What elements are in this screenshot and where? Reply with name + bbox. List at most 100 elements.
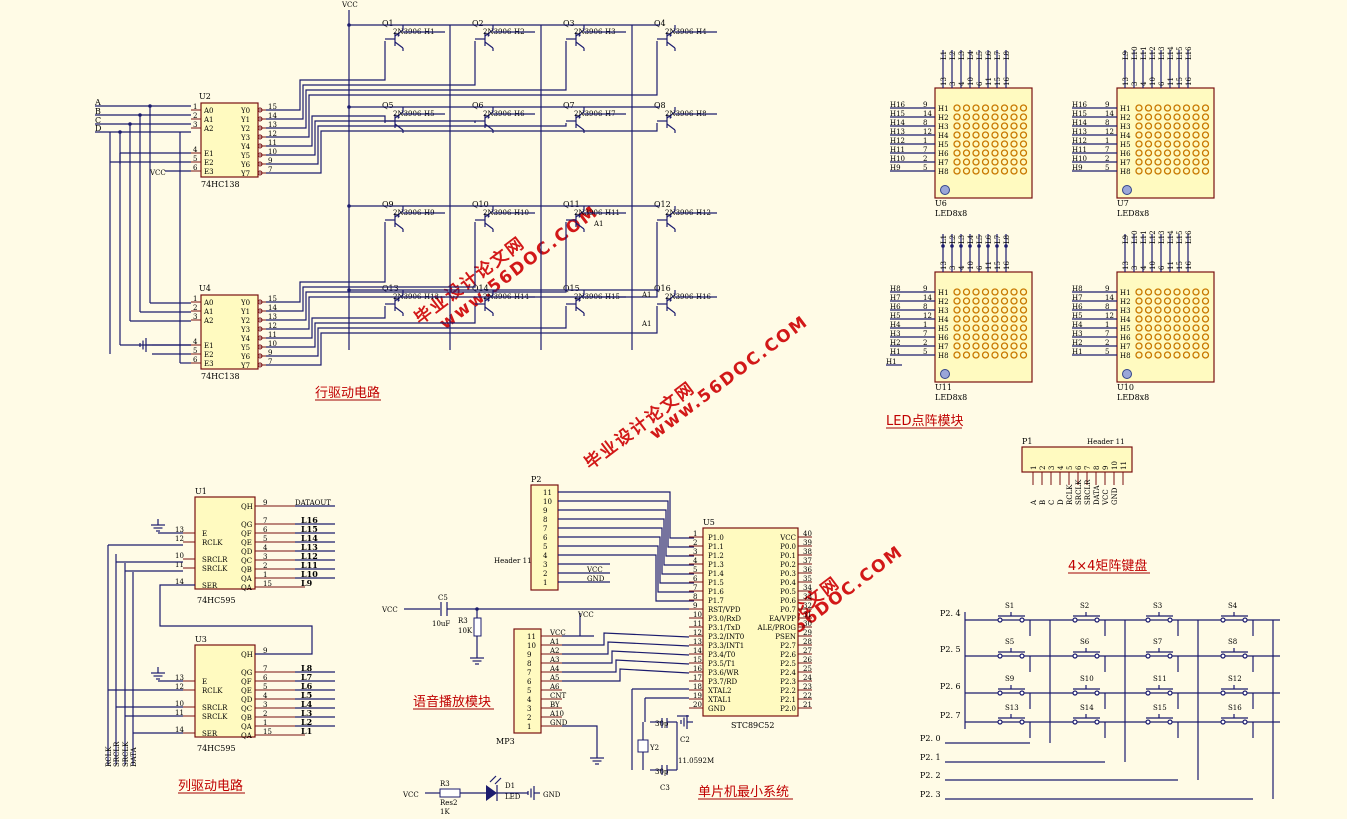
keypad-row-label: P2. 6 <box>940 682 961 691</box>
pin-number: 7 <box>923 146 927 154</box>
led-dot <box>953 149 961 157</box>
cascade-wire <box>159 584 313 655</box>
led-internal-row: H3 <box>938 123 949 131</box>
led-dot <box>972 297 980 305</box>
pin-number: 2 <box>1105 155 1109 163</box>
pin-number: 5 <box>1105 164 1109 172</box>
decoder-to-base-wire <box>266 306 476 348</box>
pin-number: 5 <box>693 566 697 574</box>
led-dot <box>981 122 990 130</box>
pin-number: 9 <box>268 349 272 357</box>
pin-number: 3 <box>949 82 957 86</box>
led-dot <box>972 333 980 341</box>
decoder-to-base-wire <box>266 123 658 174</box>
keypad-col-label: P2. 1 <box>920 753 941 762</box>
led-dot <box>1000 113 1009 121</box>
resistor-ref: R3 <box>440 780 450 788</box>
header-ref: P2 <box>531 475 541 484</box>
junction-dot <box>941 244 945 248</box>
led-dot <box>1182 113 1191 121</box>
led-dot <box>1192 158 1200 166</box>
pin-number: 12 <box>268 322 277 330</box>
decoder-to-base-wire <box>266 120 476 156</box>
led-dot <box>1000 288 1009 296</box>
led-dot <box>1154 158 1162 166</box>
pin-number: 11 <box>1120 461 1128 470</box>
mcu-left-pin-name: P1.3 <box>708 561 724 569</box>
transistor-collector <box>666 123 676 131</box>
pin-number: 14 <box>1105 294 1114 302</box>
led-dot <box>1019 342 1028 350</box>
led-dot <box>1019 297 1028 305</box>
led-dot <box>1154 122 1162 130</box>
transistor-emitter <box>484 210 494 218</box>
led-dot <box>1163 122 1172 130</box>
led-dot <box>1182 167 1191 175</box>
pin-number: 25 <box>803 665 812 673</box>
led-dot <box>1144 158 1153 166</box>
led-internal-row: H7 <box>1120 159 1131 167</box>
p2-to-mcu-wire <box>610 518 694 566</box>
input-a-label: A <box>94 98 101 107</box>
transistor-collector <box>394 41 404 49</box>
led-dot <box>953 288 961 296</box>
pin-number: 15 <box>263 728 272 736</box>
led-dot <box>981 324 990 332</box>
watermark-url: www.56DOC.COM <box>436 202 603 334</box>
mcu-left-pin-name: P3.5/T1 <box>708 660 735 668</box>
transistor-emitter <box>484 111 494 119</box>
decoder-input-name: A1 <box>203 308 214 316</box>
pin1-marker <box>940 185 950 195</box>
led-dot <box>1010 140 1018 148</box>
transistor-emitter <box>666 29 676 37</box>
led-dot <box>962 131 971 139</box>
led-dot <box>1192 122 1200 130</box>
transistor-collector <box>484 41 494 49</box>
pin-number: 15 <box>994 77 1002 86</box>
pin-number: 23 <box>803 683 812 691</box>
transistor-ref: Q9 <box>382 200 394 209</box>
decoder-body <box>200 294 259 370</box>
led-dot <box>1144 140 1153 148</box>
decoder-output-name: Y2 <box>240 125 250 133</box>
transistor-collector <box>394 123 404 131</box>
pin-number: 6 <box>263 526 268 534</box>
led-dot <box>1010 131 1018 139</box>
led-internal-row: H5 <box>938 325 949 333</box>
led-dot <box>1019 149 1028 157</box>
pin-number: 4 <box>1140 81 1148 86</box>
decoder-output-name: Y1 <box>240 116 250 124</box>
header-body <box>1021 446 1133 473</box>
transistor-collector <box>394 306 404 314</box>
pin-number: 17 <box>693 674 702 682</box>
decoder-output-name: Y1 <box>240 308 250 316</box>
mcu-right-pin-name: P2.5 <box>780 660 796 668</box>
mp3-net-label: A4 <box>549 665 560 673</box>
led-dot <box>1163 342 1172 350</box>
transistor-ref: Q1 <box>382 19 394 28</box>
led-dot <box>991 167 999 175</box>
resistor-r3 <box>473 617 482 637</box>
header-net-label: VCC <box>1102 489 1110 506</box>
transistor-ref: Q2 <box>472 19 484 28</box>
junction-dot <box>347 23 351 27</box>
led-row-net: H5 <box>890 312 901 320</box>
header-body <box>530 484 559 591</box>
transistor-ref: Q4 <box>654 19 666 28</box>
pin-number: 13 <box>175 674 184 682</box>
pin-number: 7 <box>263 665 267 673</box>
led-dot <box>1182 149 1191 157</box>
led-dot <box>981 131 990 139</box>
shift-output-name: QD <box>241 548 253 556</box>
switch-ref: S14 <box>1080 704 1094 712</box>
header-ref: P1 <box>1022 437 1032 446</box>
switch-ref: S16 <box>1228 704 1242 712</box>
mp3-net-label: A5 <box>549 674 560 682</box>
led-dot <box>1192 149 1200 157</box>
led-dot <box>1135 351 1143 359</box>
led-matrix-ref: U10 <box>1117 383 1134 392</box>
led-row-net: H3 <box>1072 330 1083 338</box>
capacitor-value: 30p <box>655 720 669 728</box>
led-col-net: L14 <box>1167 230 1175 244</box>
